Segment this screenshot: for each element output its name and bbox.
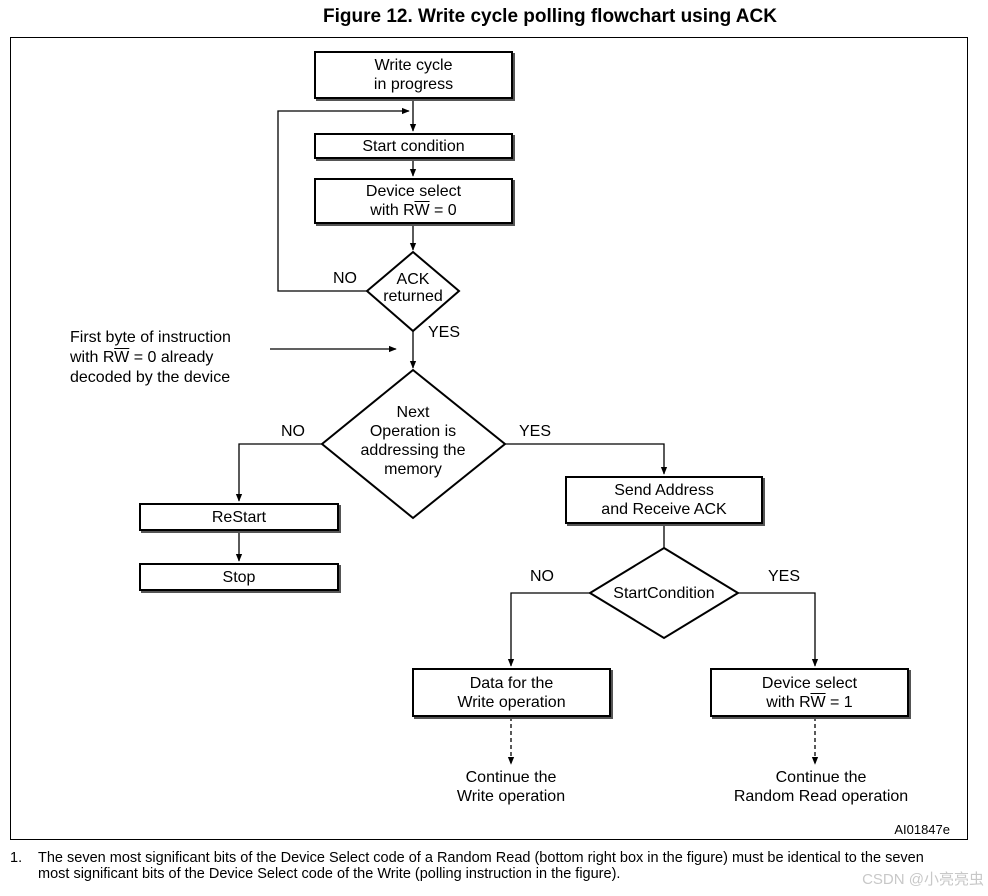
ack-decision-line1: ACK [396, 271, 430, 288]
device-select-read-line2: with RW = 1 [766, 693, 853, 711]
next-yes-label: YES [519, 423, 552, 440]
watermark: CSDN @小亮亮虫 [862, 871, 984, 888]
data-write-line2: Write operation [457, 693, 566, 711]
write-cycle-box: Write cycle in progress [314, 51, 513, 99]
continue-write-line2: Write operation [456, 788, 566, 805]
device-select-read-box: Device select with RW = 1 [710, 668, 909, 717]
ack-decision-diamond [365, 250, 461, 333]
start-condition-box: Start condition [314, 133, 513, 159]
figure-title: Figure 12. Write cycle polling flowchart… [323, 6, 777, 27]
annotation-text: First byte of instruction with RW = 0 al… [70, 328, 231, 388]
next-no-label: NO [281, 423, 305, 440]
figure-frame [10, 37, 968, 840]
device-select-read-line1: Device select [761, 674, 858, 692]
send-address-box: Send Address and Receive ACK [565, 476, 763, 524]
startcondition-decision-text: StartCondition [594, 583, 734, 603]
edge-next-yes [505, 443, 668, 475]
annotation-line1: First byte of instruction [70, 329, 231, 346]
next-operation-line1: Next [396, 404, 430, 421]
continue-write-text: Continue the Write operation [421, 767, 601, 807]
ack-decision-line2: returned [383, 288, 443, 305]
footnote-number: 1. [10, 850, 23, 866]
next-operation-line4: memory [384, 461, 442, 478]
write-cycle-line1: Write cycle [374, 57, 453, 74]
continue-read-line1: Continue the [775, 769, 867, 786]
next-operation-decision-diamond [320, 368, 507, 520]
device-select-write-line2: with RW = 0 [370, 202, 457, 219]
start-condition-label: Start condition [362, 137, 465, 155]
data-write-line1: Data for the [469, 674, 554, 692]
restart-label: ReStart [211, 508, 267, 526]
annotation-line2: with RW = 0 already [70, 349, 214, 366]
ack-decision-text: ACK returned [363, 268, 463, 308]
next-operation-text: Next Operation is addressing the memory [333, 402, 493, 480]
restart-box: ReStart [139, 503, 339, 531]
edge-next-no [235, 443, 322, 502]
stop-label: Stop [222, 568, 256, 586]
startcondition-decision-label: StartCondition [613, 584, 715, 602]
data-write-box: Data for the Write operation [412, 668, 611, 717]
ack-no-label: NO [333, 270, 357, 287]
continue-write-line1: Continue the [465, 769, 557, 786]
send-address-line1: Send Address [614, 482, 714, 499]
footnote-text: The seven most significant bits of the D… [38, 850, 924, 882]
figure-code: AI01847e [894, 822, 950, 837]
device-select-write-line1: Device select [365, 183, 462, 200]
ack-yes-label: YES [428, 324, 461, 341]
startcond-no-label: NO [530, 568, 554, 585]
continue-read-text: Continue the Random Read operation [706, 767, 936, 807]
continue-read-line2: Random Read operation [733, 788, 909, 805]
stop-box: Stop [139, 563, 339, 591]
annotation-line3: decoded by the device [70, 369, 231, 386]
startcond-yes-label: YES [768, 568, 801, 585]
next-operation-line2: Operation is [369, 423, 457, 440]
send-address-line2: and Receive ACK [601, 501, 727, 518]
next-operation-line3: addressing the [360, 442, 466, 459]
device-select-write-box: Device select with RW = 0 [314, 178, 513, 224]
edge-startcond-no [507, 592, 590, 667]
write-cycle-line2: in progress [373, 76, 454, 93]
startcondition-decision-diamond [588, 546, 740, 640]
edge-ack-no-loop [277, 107, 410, 292]
edge-startcond-yes [738, 592, 819, 667]
